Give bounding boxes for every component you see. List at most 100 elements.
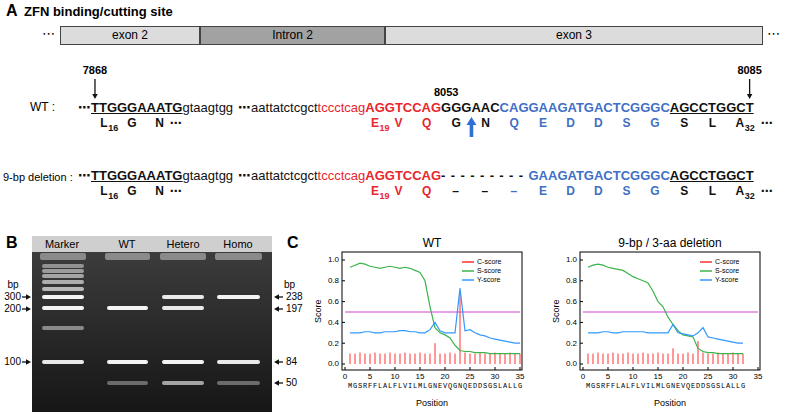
tick-mark bbox=[342, 343, 345, 344]
amino-acid: G bbox=[650, 117, 659, 131]
tick-mark bbox=[342, 364, 345, 365]
amino-acid: ⋯ bbox=[170, 117, 182, 131]
nucleotide-segment: aattatctcgct bbox=[251, 100, 317, 115]
position-arrow bbox=[92, 94, 98, 99]
tick-label: 10 bbox=[391, 372, 400, 381]
nucleotide-segment: gtaagtgg bbox=[182, 168, 233, 183]
tick-mark bbox=[583, 367, 584, 370]
tick-label: 20 bbox=[441, 372, 450, 381]
c-score-bar bbox=[390, 353, 391, 364]
amino-acid: N bbox=[155, 117, 164, 131]
c-score-bar bbox=[713, 354, 714, 364]
region-name: Intron 2 bbox=[272, 29, 313, 43]
dna-band bbox=[162, 360, 204, 364]
amino-acid: E bbox=[539, 117, 547, 131]
c-score-bar bbox=[703, 353, 704, 364]
tick-mark bbox=[733, 367, 734, 370]
amino-acid: G bbox=[127, 117, 136, 131]
amino-acid: D bbox=[566, 117, 575, 131]
legend-text: S-score bbox=[477, 267, 501, 275]
amino-acid: A bbox=[736, 117, 745, 131]
tick-label: 10 bbox=[629, 372, 638, 381]
c-score-bar bbox=[470, 354, 471, 364]
tick-mark bbox=[580, 260, 583, 261]
c-score-bar bbox=[628, 353, 629, 364]
amino-acid: ⋯ bbox=[761, 185, 773, 199]
c-score-bar bbox=[698, 341, 699, 364]
legend-sample bbox=[462, 279, 474, 281]
tick-label: 5 bbox=[368, 372, 372, 381]
nucleotide-segment: tccctcag bbox=[318, 100, 366, 115]
amino-acid: S bbox=[680, 117, 688, 131]
c-score-bar bbox=[613, 353, 614, 364]
residue-number: 19 bbox=[380, 191, 390, 201]
tick-label: 0.2 bbox=[566, 339, 577, 348]
gene-region-box: exon 3 bbox=[385, 26, 763, 45]
size-arrow bbox=[274, 380, 279, 386]
gel-well bbox=[215, 253, 262, 260]
c-score-bar bbox=[420, 353, 421, 364]
nucleotide-segment: AGGTCCAG bbox=[365, 168, 441, 183]
c-score-bar bbox=[460, 291, 461, 364]
axis-title: Score bbox=[313, 299, 323, 323]
tick-label: 35 bbox=[754, 372, 763, 381]
c-score-bar bbox=[633, 354, 634, 364]
c-score-bar bbox=[465, 353, 466, 364]
tick-label: 0.8 bbox=[566, 276, 577, 285]
c-score-bar bbox=[708, 354, 709, 364]
amino-acid: N bbox=[155, 185, 164, 199]
c-score-bar bbox=[435, 343, 436, 364]
position-arrow bbox=[747, 94, 753, 99]
band-size: 50 bbox=[286, 377, 297, 389]
size-arrow bbox=[26, 306, 31, 312]
tick-mark bbox=[342, 322, 345, 323]
tick-mark bbox=[342, 301, 345, 302]
size-arrow bbox=[279, 308, 283, 309]
tick-mark bbox=[633, 367, 634, 370]
ellipsis: ⋯ bbox=[42, 27, 55, 42]
size-arrow bbox=[26, 294, 31, 300]
plot-frame bbox=[580, 252, 760, 370]
gel-well bbox=[40, 253, 86, 260]
tick-mark bbox=[370, 367, 371, 370]
gel-well bbox=[105, 253, 150, 260]
tick-mark bbox=[342, 280, 345, 281]
panel-letter: A bbox=[6, 2, 18, 20]
tick-label: 0.4 bbox=[328, 318, 339, 327]
plot-title: 9-bp / 3-aa deletion bbox=[618, 237, 721, 251]
c-score-bar bbox=[455, 354, 456, 364]
c-score-bar bbox=[618, 354, 619, 364]
residue-number: 32 bbox=[745, 191, 755, 201]
dna-band bbox=[42, 326, 84, 330]
c-score-bar bbox=[603, 354, 604, 364]
amino-acid: D bbox=[566, 185, 575, 199]
amino-acid: – bbox=[481, 185, 488, 199]
sequence-row: ⋯TTGGGAAATGgtaagtgg⋯aattatctcgcttccctcag… bbox=[78, 168, 754, 183]
legend-sample bbox=[462, 261, 474, 263]
legend-text: C-score bbox=[715, 258, 740, 266]
legend-text: Y-score bbox=[477, 276, 500, 284]
nucleotide-segment: ⋯ bbox=[238, 100, 251, 115]
nucleotide-segment: CAGGAAGATGACTCGGGC bbox=[500, 100, 670, 115]
position-number: 7868 bbox=[83, 64, 107, 77]
tick-label: 25 bbox=[466, 372, 475, 381]
c-score-bar bbox=[450, 353, 451, 364]
c-score-bar bbox=[400, 354, 401, 364]
threshold-line bbox=[345, 311, 520, 312]
tick-mark bbox=[420, 367, 421, 370]
amino-acid: E bbox=[371, 185, 379, 199]
c-score-bar bbox=[738, 354, 739, 364]
size-arrow bbox=[22, 296, 26, 297]
dna-band bbox=[42, 274, 84, 278]
unit-label: bp bbox=[284, 279, 295, 291]
c-score-bar bbox=[743, 354, 744, 364]
c-score-bar bbox=[480, 353, 481, 364]
band-size: 84 bbox=[286, 356, 297, 368]
amino-acid: L bbox=[709, 117, 716, 131]
position-arrow bbox=[749, 79, 750, 94]
tick-label: 30 bbox=[491, 372, 500, 381]
amino-acid: V bbox=[394, 117, 402, 131]
tick-label: 15 bbox=[416, 372, 425, 381]
c-score-bar bbox=[395, 354, 396, 364]
